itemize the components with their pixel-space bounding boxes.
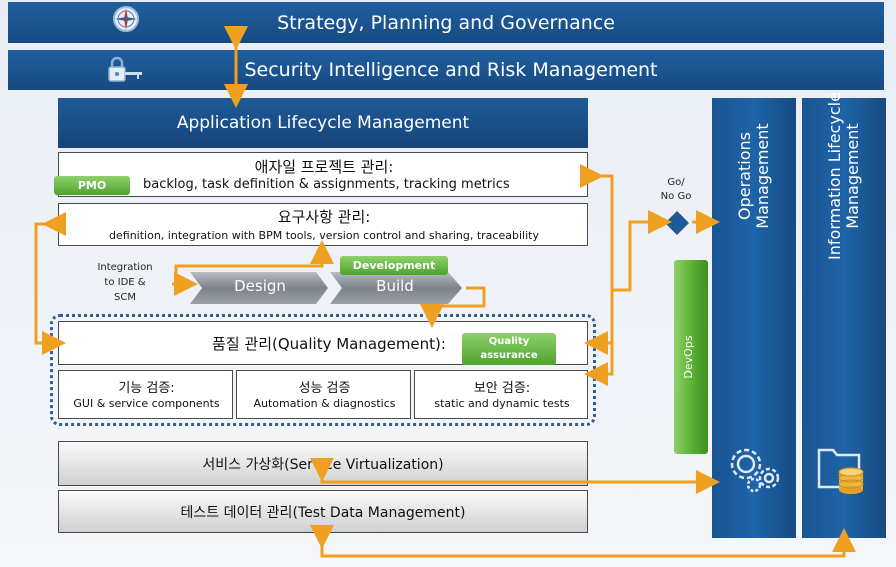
lock-key-icon [106, 55, 146, 85]
requirements-desc: definition, integration with BPM tools, … [109, 229, 539, 242]
security-label: Security Intelligence and Risk Managemen… [244, 59, 658, 81]
performance-test-title: 성능 검증 [298, 381, 351, 396]
build-label: Build [376, 277, 414, 295]
alm-header: Application Lifecycle Management [58, 98, 588, 148]
functional-test-desc: GUI & service components [73, 397, 220, 410]
gonogo-line1: Go/ [667, 177, 685, 188]
test-data-label: 테스트 데이터 관리(Test Data Management) [180, 504, 466, 521]
service-operations-arrow [310, 458, 720, 494]
strategy-label: Strategy, Planning and Governance [277, 11, 615, 34]
integration-line1: Integration [97, 262, 153, 273]
requirements-box: 요구사항 관리: definition, integration with BP… [58, 203, 588, 246]
requirements-title: 요구사항 관리: [277, 208, 371, 226]
database-folder-icon [817, 448, 864, 494]
security-test-title: 보안 검증: [473, 381, 531, 396]
functional-test-box: 기능 검증: GUI & service components [58, 370, 233, 419]
gonogo-label: Go/ No Go [648, 176, 704, 204]
to-gonogo-arrow [612, 210, 672, 292]
right-bracket-arrow [580, 164, 614, 386]
devops-bar [674, 260, 708, 454]
security-bar: Security Intelligence and Risk Managemen… [8, 50, 884, 90]
functional-test-title: 기능 검증: [118, 381, 175, 396]
agile-desc: backlog, task definition & assignments, … [143, 177, 510, 192]
pmo-label: PMO [77, 179, 107, 192]
integration-label: Integration to IDE & SCM [86, 260, 164, 305]
pmo-badge: PMO [54, 176, 130, 195]
performance-test-desc: Automation & diagnostics [253, 397, 396, 410]
build-chevron [330, 272, 462, 304]
development-badge: Development [340, 256, 448, 275]
testdata-infolifecycle-arrow [310, 525, 856, 558]
design-requirements-arrow [174, 240, 334, 284]
design-label: Design [234, 277, 286, 295]
build-quality-arrow [420, 286, 486, 328]
gears-icon [730, 448, 780, 493]
information-lifecycle-column [802, 98, 886, 538]
alm-title: Application Lifecycle Management [176, 113, 470, 133]
quality-assurance-badge: Quality assurance [462, 333, 556, 365]
security-test-desc: static and dynamic tests [434, 397, 570, 410]
integration-line3: SCM [114, 292, 136, 303]
compass-icon [112, 5, 140, 33]
left-loop-arrow [34, 212, 66, 355]
design-chevron [190, 272, 328, 304]
security-test-box: 보안 검증: static and dynamic tests [414, 370, 588, 419]
qa-line2: assurance [480, 350, 538, 361]
performance-test-box: 성능 검증 Automation & diagnostics [236, 370, 411, 419]
strategy-bar: Strategy, Planning and Governance [8, 2, 884, 43]
gonogo-line2: No Go [660, 191, 692, 202]
design-build-arrows [190, 272, 462, 304]
integration-line2: to IDE & [104, 277, 146, 288]
quality-title: 품질 관리(Quality Management): [212, 335, 446, 353]
agile-project-box: 애자일 프로젝트 관리: backlog, task definition & … [58, 152, 588, 197]
development-label: Development [352, 259, 436, 272]
qa-line1: Quality [488, 336, 530, 347]
agile-title: 애자일 프로젝트 관리: [254, 158, 394, 176]
